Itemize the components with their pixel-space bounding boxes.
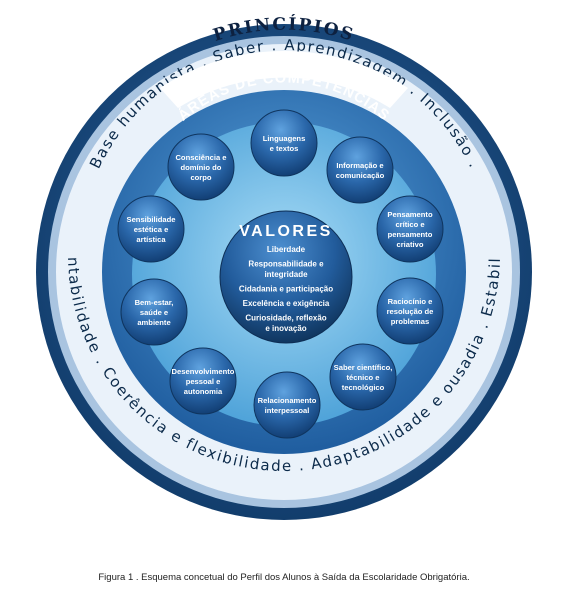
competency-label: tecnológico bbox=[342, 383, 385, 392]
competency-bubble-circle bbox=[253, 371, 321, 439]
competency-label: Saber científico, bbox=[334, 363, 393, 372]
values-circle bbox=[219, 210, 353, 344]
value-item: Responsabilidade e bbox=[248, 260, 324, 269]
competency-bubble-circle bbox=[167, 133, 235, 201]
competency-bubble-circle bbox=[169, 347, 237, 415]
competency-label: problemas bbox=[391, 317, 429, 326]
value-item: Liberdade bbox=[267, 245, 306, 254]
competency-label: Sensibilidade bbox=[127, 215, 176, 224]
value-item: e inovação bbox=[265, 324, 306, 333]
value-item: Excelência e exigência bbox=[243, 299, 330, 308]
competency-label: Consciência e bbox=[175, 153, 226, 162]
competency-label: estética e bbox=[134, 225, 169, 234]
competency-label: corpo bbox=[190, 173, 211, 182]
competency-label: autonomia bbox=[184, 387, 223, 396]
competency-label: saúde e bbox=[140, 308, 168, 317]
value-item: integridade bbox=[264, 270, 308, 279]
competency-label: Desenvolvimento bbox=[172, 367, 235, 376]
competency-bubble-circle bbox=[117, 195, 185, 263]
competency-label: domínio do bbox=[181, 163, 222, 172]
competency-label: Relacionamento bbox=[258, 396, 317, 405]
competency-label: e textos bbox=[270, 144, 299, 153]
competency-label: Raciocínio e bbox=[388, 297, 433, 306]
competency-bubble-circle bbox=[120, 278, 188, 346]
competency-label: Pensamento bbox=[387, 210, 433, 219]
competency-label: pensamento bbox=[388, 230, 433, 239]
competency-bubble-circle bbox=[326, 136, 394, 204]
competency-label: Bem-estar, bbox=[135, 298, 174, 307]
values-title: VALORES bbox=[239, 223, 333, 240]
competency-bubble-circle bbox=[250, 109, 318, 177]
competency-label: criativo bbox=[396, 240, 423, 249]
competency-bubble-circle bbox=[329, 343, 397, 411]
figure-caption: Figura 1 . Esquema concetual do Perfil d… bbox=[98, 572, 470, 583]
competency-label: técnico e bbox=[347, 373, 380, 382]
competency-label: Linguagens bbox=[263, 134, 306, 143]
value-item: Curiosidade, reflexão bbox=[245, 314, 326, 323]
competency-label: resolução de bbox=[387, 307, 434, 316]
competency-label: interpessoal bbox=[265, 406, 310, 415]
competency-label: pessoal e bbox=[186, 377, 221, 386]
principles-header-band bbox=[160, 50, 408, 108]
value-item: Cidadania e participação bbox=[239, 285, 333, 294]
competency-label: crítico e bbox=[395, 220, 424, 229]
competency-bubble-circle bbox=[376, 277, 444, 345]
competency-label: artística bbox=[136, 235, 166, 244]
competency-bubble-circle bbox=[376, 195, 444, 263]
competency-label: Informação e bbox=[336, 161, 383, 170]
competency-label: ambiente bbox=[137, 318, 170, 327]
competency-label: comunicação bbox=[336, 171, 385, 180]
